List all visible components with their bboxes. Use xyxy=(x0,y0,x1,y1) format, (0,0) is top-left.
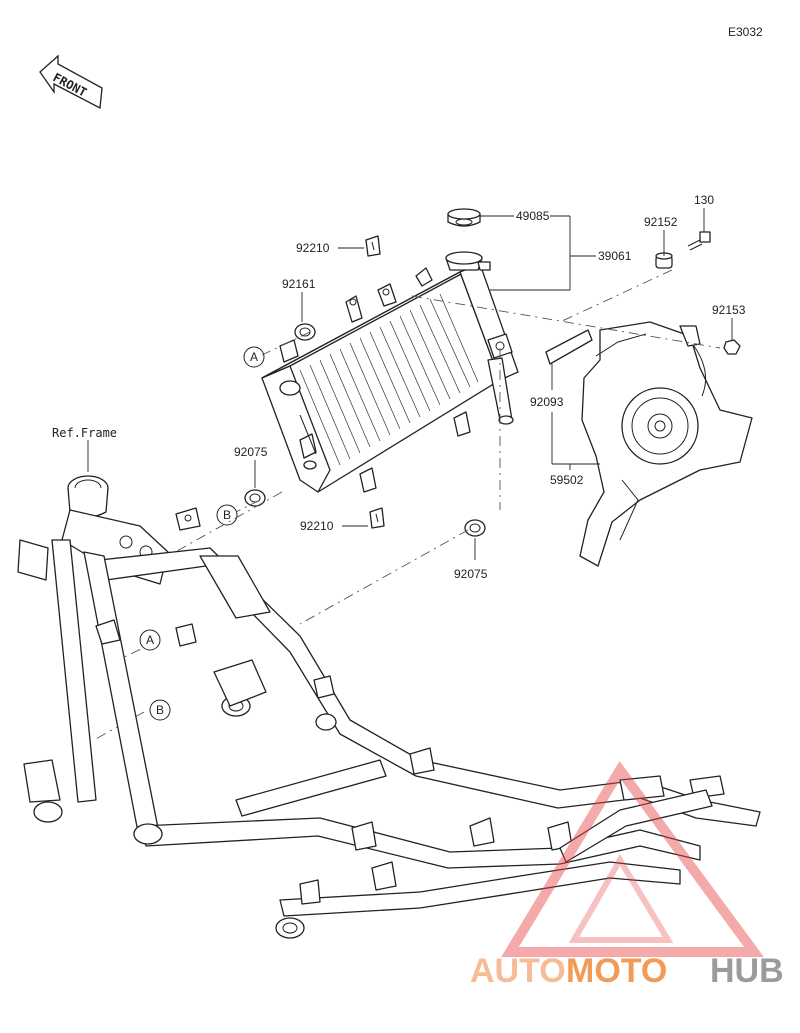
watermark-moto: MOTO xyxy=(566,952,667,990)
label-92153: 92153 xyxy=(712,303,746,317)
motorcycle-frame xyxy=(17,475,761,939)
fan-shroud xyxy=(579,321,753,567)
callout-a-upper-label: A xyxy=(250,350,258,364)
label-39061: 39061 xyxy=(598,249,632,263)
label-49085: 49085 xyxy=(516,209,550,223)
label-59502: 59502 xyxy=(550,473,584,487)
label-92075-left: 92075 xyxy=(234,445,268,459)
watermark-auto: AUTO xyxy=(470,952,566,990)
grommet-92075-bottom xyxy=(464,519,486,537)
watermark-logo: AUTO MOTO HUB xyxy=(470,761,784,990)
clip-92210-top xyxy=(365,235,381,257)
leader-lines xyxy=(87,208,733,560)
radiator xyxy=(261,251,519,493)
radiator-cap xyxy=(447,208,481,227)
bolt-130 xyxy=(687,231,711,251)
label-92093: 92093 xyxy=(530,395,564,409)
callout-a-upper: A xyxy=(243,346,265,368)
watermark-hub: HUB xyxy=(710,952,784,990)
front-arrow-icon: FRONT xyxy=(39,54,103,110)
label-ref-frame: Ref.Frame xyxy=(52,426,117,440)
label-92161: 92161 xyxy=(282,277,316,291)
clip-92210-bottom xyxy=(369,507,385,529)
callout-b-upper: B xyxy=(216,504,238,526)
label-92210-top: 92210 xyxy=(296,241,330,255)
label-92075-bottom: 92075 xyxy=(454,567,488,581)
callout-a-frame: A xyxy=(139,629,161,651)
callout-b-frame-label: B xyxy=(156,703,164,717)
callout-b-frame: B xyxy=(149,699,171,721)
nut-92153 xyxy=(723,339,741,355)
radiator-fins xyxy=(289,293,479,471)
label-92152: 92152 xyxy=(644,215,678,229)
collar-92152 xyxy=(655,252,673,269)
watermark-triangle-icon xyxy=(501,761,764,957)
callout-b-upper-label: B xyxy=(223,508,231,522)
callout-a-frame-label: A xyxy=(146,633,154,647)
grommet-92075-left xyxy=(244,489,266,507)
label-92210-bottom: 92210 xyxy=(300,519,334,533)
label-130: 130 xyxy=(694,193,714,207)
diagram-code: E3032 xyxy=(728,25,763,39)
grommet-92161 xyxy=(294,323,316,341)
pad-92093 xyxy=(545,329,593,365)
watermark-inner-triangle-icon xyxy=(568,854,674,943)
